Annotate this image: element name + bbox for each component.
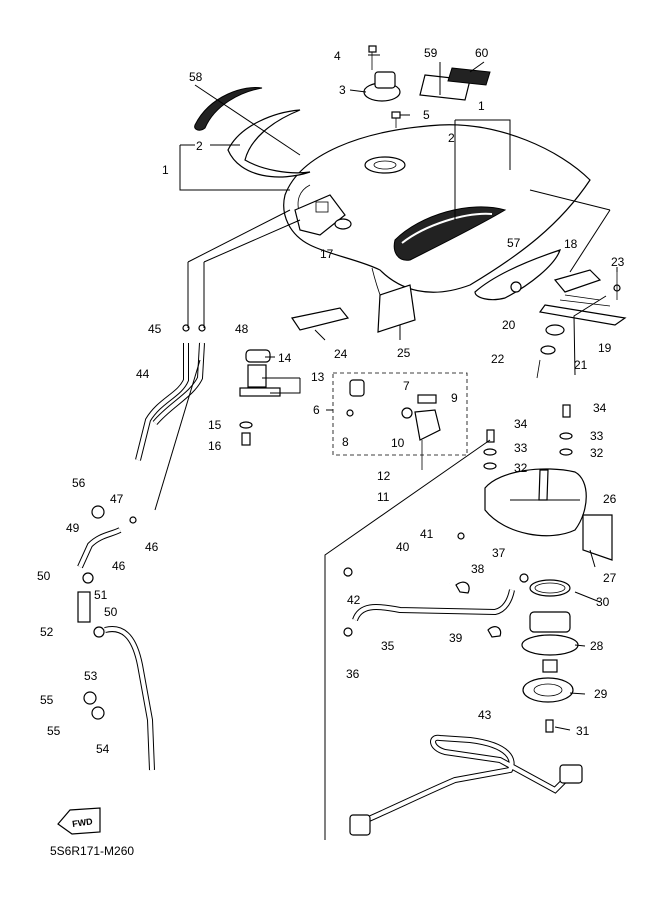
callout-56: 56 <box>72 476 86 490</box>
callout-32b: 32 <box>590 446 604 460</box>
callout-1b: 1 <box>478 99 485 113</box>
connectors <box>349 764 583 836</box>
callout-58: 58 <box>189 70 203 84</box>
callout-51: 51 <box>94 588 108 602</box>
callout-59: 59 <box>424 46 438 60</box>
callout-50a: 50 <box>37 569 51 583</box>
callout-36: 36 <box>346 667 360 681</box>
knee-pad-right <box>474 249 561 301</box>
filler-cap-assembly <box>363 45 401 128</box>
callout-47: 47 <box>110 492 124 506</box>
callout-38: 38 <box>471 562 485 576</box>
callout-55a: 55 <box>40 693 54 707</box>
callout-37: 37 <box>492 546 506 560</box>
callout-10: 10 <box>391 436 405 450</box>
callout-42: 42 <box>347 593 361 607</box>
callout-25: 25 <box>397 346 411 360</box>
callout-52: 52 <box>40 625 54 639</box>
callout-39: 39 <box>449 631 463 645</box>
callout-2b: 2 <box>448 131 455 145</box>
callout-46b: 46 <box>112 559 126 573</box>
callout-8: 8 <box>342 435 349 449</box>
callout-2a: 2 <box>196 139 203 153</box>
callout-22: 22 <box>491 352 505 366</box>
leader-lines <box>154 54 618 840</box>
callout-11: 11 <box>377 490 390 504</box>
breather-parts <box>239 284 416 397</box>
callout-55b: 55 <box>47 724 61 738</box>
callout-49: 49 <box>66 521 80 535</box>
callout-4: 4 <box>334 49 341 63</box>
callout-32: 32 <box>514 461 528 475</box>
callout-60: 60 <box>475 46 489 60</box>
washer-bolt-left <box>239 218 352 446</box>
fuel-pump <box>521 611 579 673</box>
callout-35: 35 <box>381 639 395 653</box>
diagram-code: 5S6R171-M260 <box>50 844 134 858</box>
callout-27: 27 <box>603 571 617 585</box>
fwd-arrow-icon: FWD <box>57 807 101 835</box>
clamps-fittings <box>77 324 529 720</box>
side-bracket <box>538 269 627 326</box>
callout-43: 43 <box>478 708 492 722</box>
hoses <box>77 342 573 828</box>
callout-28: 28 <box>590 639 604 653</box>
callout-34a: 34 <box>514 417 528 431</box>
fuel-pump-housing <box>484 468 613 561</box>
callout-48: 48 <box>235 322 249 336</box>
callout-26: 26 <box>603 492 617 506</box>
fuel-cock <box>346 379 441 470</box>
callout-50b: 50 <box>104 605 118 619</box>
warning-labels <box>419 67 491 101</box>
callout-29: 29 <box>594 687 608 701</box>
callout-53: 53 <box>84 669 98 683</box>
callout-5: 5 <box>423 108 430 122</box>
tank-decal-upper-left <box>194 86 311 178</box>
callout-33: 33 <box>514 441 528 455</box>
callout-54: 54 <box>96 742 110 756</box>
callout-1a: 1 <box>162 163 169 177</box>
callout-3: 3 <box>339 83 346 97</box>
callout-31: 31 <box>576 724 590 738</box>
pump-seals <box>522 579 574 703</box>
callout-46a: 46 <box>145 540 159 554</box>
callout-7: 7 <box>403 379 410 393</box>
callout-17: 17 <box>320 247 334 261</box>
grommet-collar <box>536 324 565 379</box>
callout-30: 30 <box>596 595 610 609</box>
callout-57: 57 <box>507 236 521 250</box>
callout-18: 18 <box>564 237 578 251</box>
callout-19: 19 <box>598 341 612 355</box>
callout-labels: 1 1 2 2 3 4 5 6 7 8 9 10 11 12 13 14 15 … <box>37 46 625 756</box>
callout-16: 16 <box>208 439 222 453</box>
fuel-cock-group-box <box>332 372 468 456</box>
callout-6: 6 <box>313 403 320 417</box>
callout-15: 15 <box>208 418 222 432</box>
pump-bolts <box>483 404 573 733</box>
callout-23: 23 <box>611 255 625 269</box>
callout-20: 20 <box>502 318 516 332</box>
callout-21: 21 <box>574 358 588 372</box>
callout-12: 12 <box>377 469 391 483</box>
callout-45: 45 <box>148 322 162 336</box>
callout-14: 14 <box>278 351 292 365</box>
callout-24: 24 <box>334 347 348 361</box>
fuel-tank <box>283 124 591 301</box>
callout-34b: 34 <box>593 401 607 415</box>
callout-44: 44 <box>136 367 150 381</box>
callout-9: 9 <box>451 391 458 405</box>
callout-41: 41 <box>420 527 434 541</box>
fwd-label: FWD <box>72 816 94 829</box>
callout-13: 13 <box>311 370 325 384</box>
callout-33b: 33 <box>590 429 604 443</box>
callout-40: 40 <box>396 540 410 554</box>
